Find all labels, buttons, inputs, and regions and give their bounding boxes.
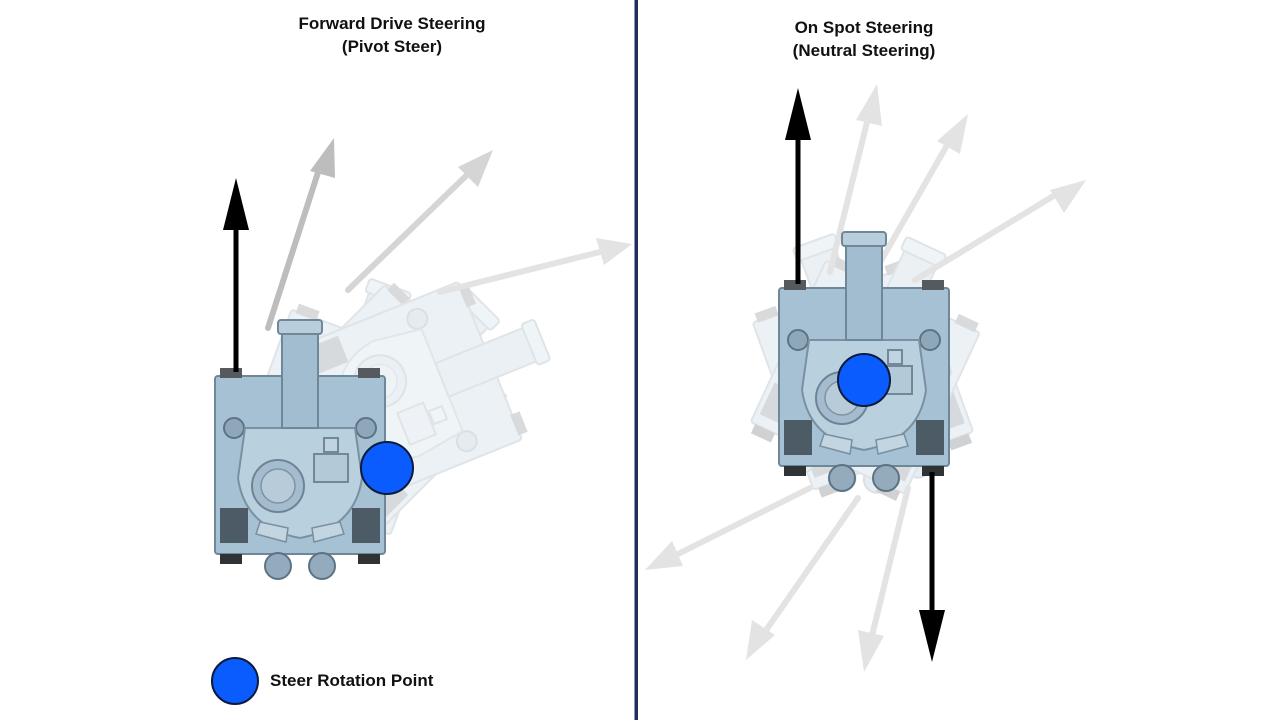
legend-label: Steer Rotation Point xyxy=(270,671,434,690)
left-title-line2: (Pivot Steer) xyxy=(341,37,443,56)
left-title-line1: Forward Drive Steering xyxy=(298,14,486,33)
right-forward-arrow xyxy=(785,88,811,284)
legend-rotation-point-icon xyxy=(211,657,259,705)
left-forward-arrow xyxy=(223,178,249,372)
right-ghost-arrows-lower xyxy=(645,485,911,672)
left-panel-title: Forward Drive Steering (Pivot Steer) xyxy=(262,12,522,58)
left-rotation-point xyxy=(360,441,414,495)
right-panel-title: On Spot Steering (Neutral Steering) xyxy=(734,16,994,62)
right-rotation-point xyxy=(837,353,891,407)
left-ghost-arrows xyxy=(265,138,632,331)
right-title-line1: On Spot Steering xyxy=(794,18,934,37)
right-title-line2: (Neutral Steering) xyxy=(792,41,936,60)
right-ghost-arrows-upper xyxy=(827,84,1086,283)
panel-divider xyxy=(634,0,638,720)
right-reverse-arrow xyxy=(919,472,945,662)
